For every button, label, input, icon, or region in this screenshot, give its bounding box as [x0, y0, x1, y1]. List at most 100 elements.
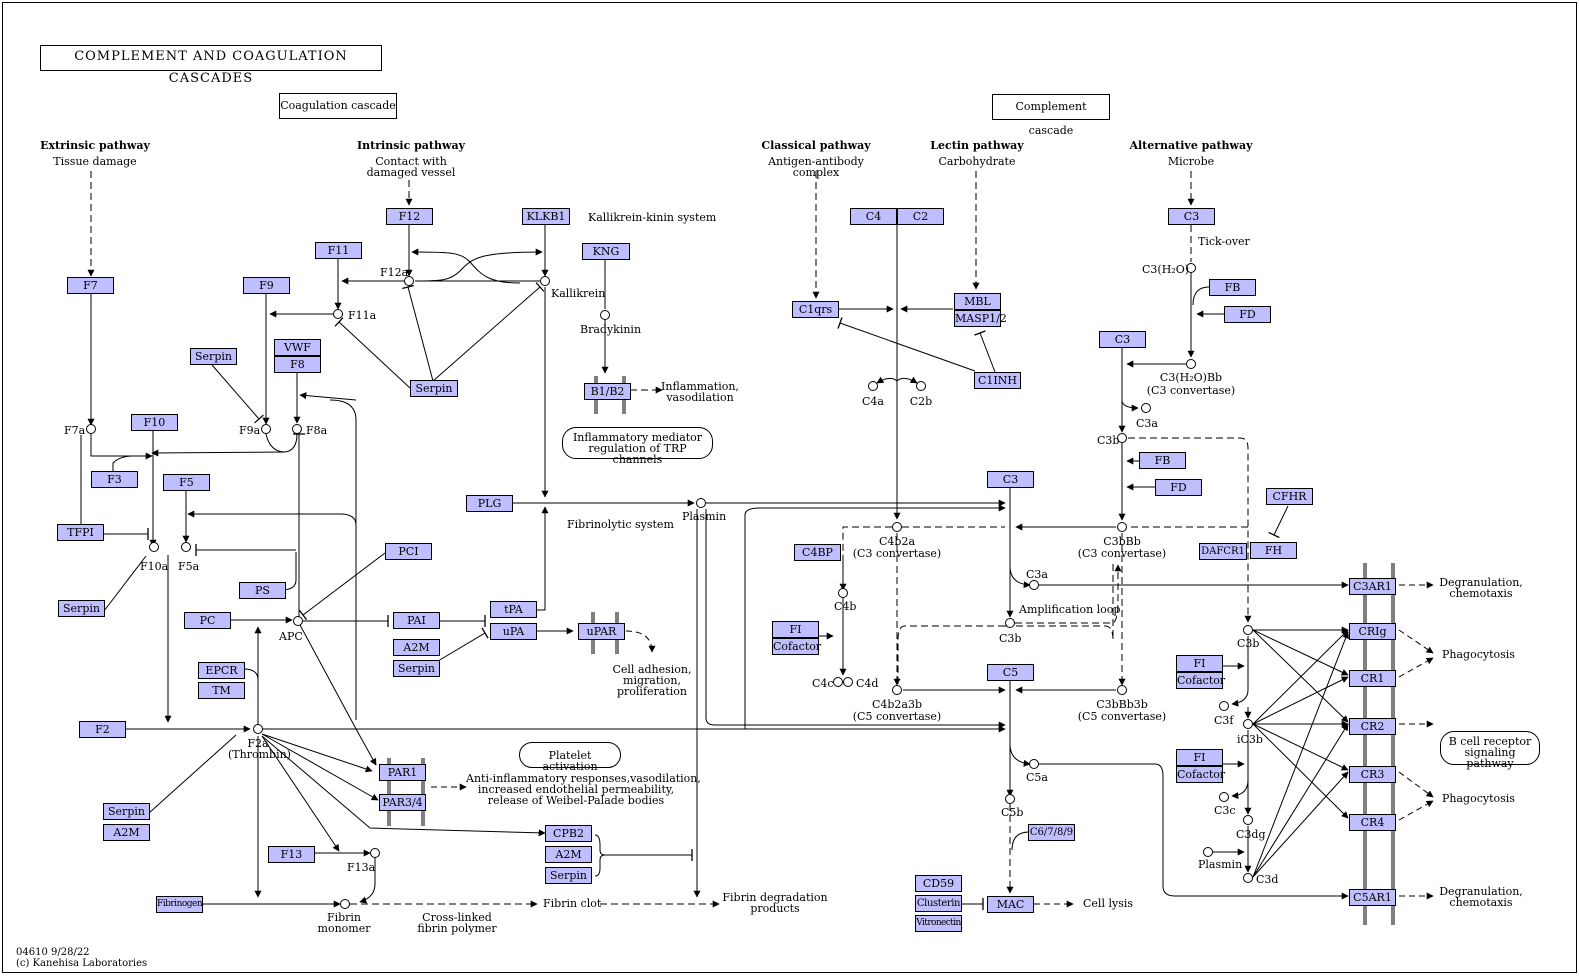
classical-trigger-2: complex — [792, 166, 840, 179]
gene-c3-center[interactable]: C3 — [987, 471, 1034, 488]
gene-c2[interactable]: C2 — [897, 208, 944, 225]
gene-clusterin[interactable]: Clusterin — [915, 895, 962, 912]
gene-serpin-f10[interactable]: Serpin — [58, 600, 105, 617]
gene-dafcr1[interactable]: DAFCR1 — [1199, 543, 1247, 560]
gene-tpa[interactable]: tPA — [490, 601, 537, 618]
gene-f8[interactable]: F8 — [274, 356, 321, 373]
gene-cofactor-ic3b[interactable]: Cofactor — [1176, 766, 1226, 783]
gene-f5[interactable]: F5 — [163, 474, 210, 491]
fibrin-degradation-label-1: Fibrin degradation — [722, 891, 828, 904]
gene-c1inh[interactable]: C1INH — [974, 372, 1021, 389]
gene-fh[interactable]: FH — [1250, 542, 1297, 559]
gene-fd-alternative[interactable]: FD — [1224, 306, 1271, 323]
classical-pathway-title: Classical pathway — [761, 139, 871, 152]
gene-fi-ic3b[interactable]: FI — [1176, 749, 1223, 766]
gene-serpin-f9[interactable]: Serpin — [190, 348, 237, 365]
gene-serpin-pai[interactable]: Serpin — [393, 660, 440, 677]
gene-a2m-cpb2[interactable]: A2M — [545, 846, 592, 863]
inflammatory-label-1: Inflammatory mediator — [572, 431, 703, 444]
c5b-label: C5b — [1001, 806, 1024, 819]
gene-fi-c4b[interactable]: FI — [772, 621, 819, 638]
gene-cpb2[interactable]: CPB2 — [545, 825, 592, 842]
gene-tm[interactable]: TM — [198, 682, 245, 699]
cell-adhesion-label-2: migration, — [623, 674, 681, 687]
gene-vwf[interactable]: VWF — [274, 339, 321, 356]
gene-serpin-intrinsic[interactable]: Serpin — [410, 380, 458, 397]
gene-upa[interactable]: uPA — [490, 623, 537, 640]
degranulation-c5ar1-label-2: chemotaxis — [1449, 896, 1513, 909]
gene-cd59[interactable]: CD59 — [915, 875, 962, 892]
gene-c4bp[interactable]: C4BP — [794, 544, 841, 561]
c3bbb-convertase-label: (C3 convertase) — [1077, 547, 1167, 560]
gene-cfhr[interactable]: CFHR — [1266, 488, 1313, 505]
gene-cr2[interactable]: CR2 — [1349, 718, 1396, 735]
gene-c3ar1[interactable]: C3AR1 — [1349, 578, 1396, 595]
gene-cr4[interactable]: CR4 — [1349, 814, 1396, 831]
gene-pci[interactable]: PCI — [385, 543, 432, 560]
gene-f13[interactable]: F13 — [268, 846, 315, 863]
gene-f10[interactable]: F10 — [131, 414, 178, 431]
gene-fb-alternative[interactable]: FB — [1209, 279, 1256, 296]
gene-masp12[interactable]: MASP1/2 — [954, 310, 1007, 327]
map-title: COMPLEMENT AND COAGULATION CASCADES — [40, 45, 382, 86]
gene-f2[interactable]: F2 — [79, 721, 126, 738]
inflammatory-mediator-pathway-link[interactable]: Inflammatory mediator regulation of TRP … — [562, 427, 713, 465]
gene-upar[interactable]: uPAR — [578, 623, 625, 640]
gene-mbl[interactable]: MBL — [954, 293, 1001, 310]
gene-pc[interactable]: PC — [184, 612, 231, 629]
gene-epcr[interactable]: EPCR — [198, 662, 245, 679]
c4b-label: C4b — [834, 600, 857, 613]
gene-cofactor-c4b[interactable]: Cofactor — [772, 638, 822, 655]
lectin-pathway-title: Lectin pathway — [930, 139, 1024, 152]
gene-cofactor-c3b[interactable]: Cofactor — [1176, 672, 1226, 689]
gene-c5[interactable]: C5 — [987, 664, 1034, 681]
gene-c1qrs[interactable]: C1qrs — [792, 301, 839, 318]
thrombin-label: (Thrombin) — [228, 748, 291, 761]
gene-klkb1[interactable]: KLKB1 — [522, 208, 570, 225]
gene-fd-c3bbb[interactable]: FD — [1155, 479, 1202, 496]
gene-ps[interactable]: PS — [239, 582, 286, 599]
cell-lysis-label: Cell lysis — [1083, 897, 1133, 910]
gene-f9[interactable]: F9 — [243, 277, 290, 294]
anti-inflammatory-label-1: Anti-inflammatory responses,vasodilation… — [466, 772, 701, 785]
gene-b1b2[interactable]: B1/B2 — [584, 383, 631, 400]
gene-fi-c3b[interactable]: FI — [1176, 655, 1223, 672]
gene-kng[interactable]: KNG — [582, 243, 630, 260]
gene-c4[interactable]: C4 — [850, 208, 897, 225]
gene-cr1[interactable]: CR1 — [1349, 670, 1396, 687]
bcell-label-1: B cell receptor — [1448, 735, 1532, 748]
gene-mac[interactable]: MAC — [987, 896, 1034, 913]
gene-cr3[interactable]: CR3 — [1349, 766, 1396, 783]
gene-f12[interactable]: F12 — [386, 208, 433, 225]
gene-serpin-cpb2[interactable]: Serpin — [545, 867, 592, 884]
bcell-label-2: signaling pathway — [1464, 746, 1516, 770]
gene-c3-convertase-input[interactable]: C3 — [1099, 331, 1146, 348]
cell-adhesion-label-3: proliferation — [616, 685, 687, 698]
gene-c6789[interactable]: C6/7/8/9 — [1028, 824, 1075, 841]
gene-a2m-thrombin[interactable]: A2M — [103, 824, 150, 841]
gene-par1[interactable]: PAR1 — [379, 764, 426, 781]
platelet-activation-pathway-link[interactable]: Platelet activation — [519, 742, 621, 772]
gene-fibrinogen[interactable]: Fibrinogen — [156, 896, 203, 913]
gene-par34[interactable]: PAR3/4 — [379, 794, 426, 811]
c3b-right-label: C3b — [1237, 637, 1260, 650]
gene-fb-c3bbb[interactable]: FB — [1139, 452, 1186, 469]
gene-a2m-pai[interactable]: A2M — [393, 639, 440, 656]
apc-label: APC — [279, 630, 303, 643]
gene-crig[interactable]: CRIg — [1349, 623, 1396, 640]
gene-pai[interactable]: PAI — [393, 612, 440, 629]
gene-serpin-thrombin[interactable]: Serpin — [103, 803, 150, 820]
gene-c5ar1[interactable]: C5AR1 — [1349, 889, 1396, 906]
gene-c3-alternative[interactable]: C3 — [1168, 208, 1215, 225]
gene-plg[interactable]: PLG — [466, 495, 513, 512]
plasmin-label: Plasmin — [682, 510, 727, 523]
map-id: 04610 9/28/22 — [16, 947, 90, 958]
gene-f3[interactable]: F3 — [91, 471, 138, 488]
gene-f7[interactable]: F7 — [67, 277, 114, 294]
bcell-receptor-pathway-link[interactable]: B cell receptor signaling pathway — [1440, 731, 1540, 769]
lectin-trigger: Carbohydrate — [938, 155, 1016, 168]
gene-tfpi[interactable]: TFPI — [57, 524, 104, 541]
gene-f11[interactable]: F11 — [315, 242, 362, 259]
f13a-label: F13a — [347, 861, 376, 874]
gene-vitronectin[interactable]: Vitronectin — [915, 915, 962, 932]
